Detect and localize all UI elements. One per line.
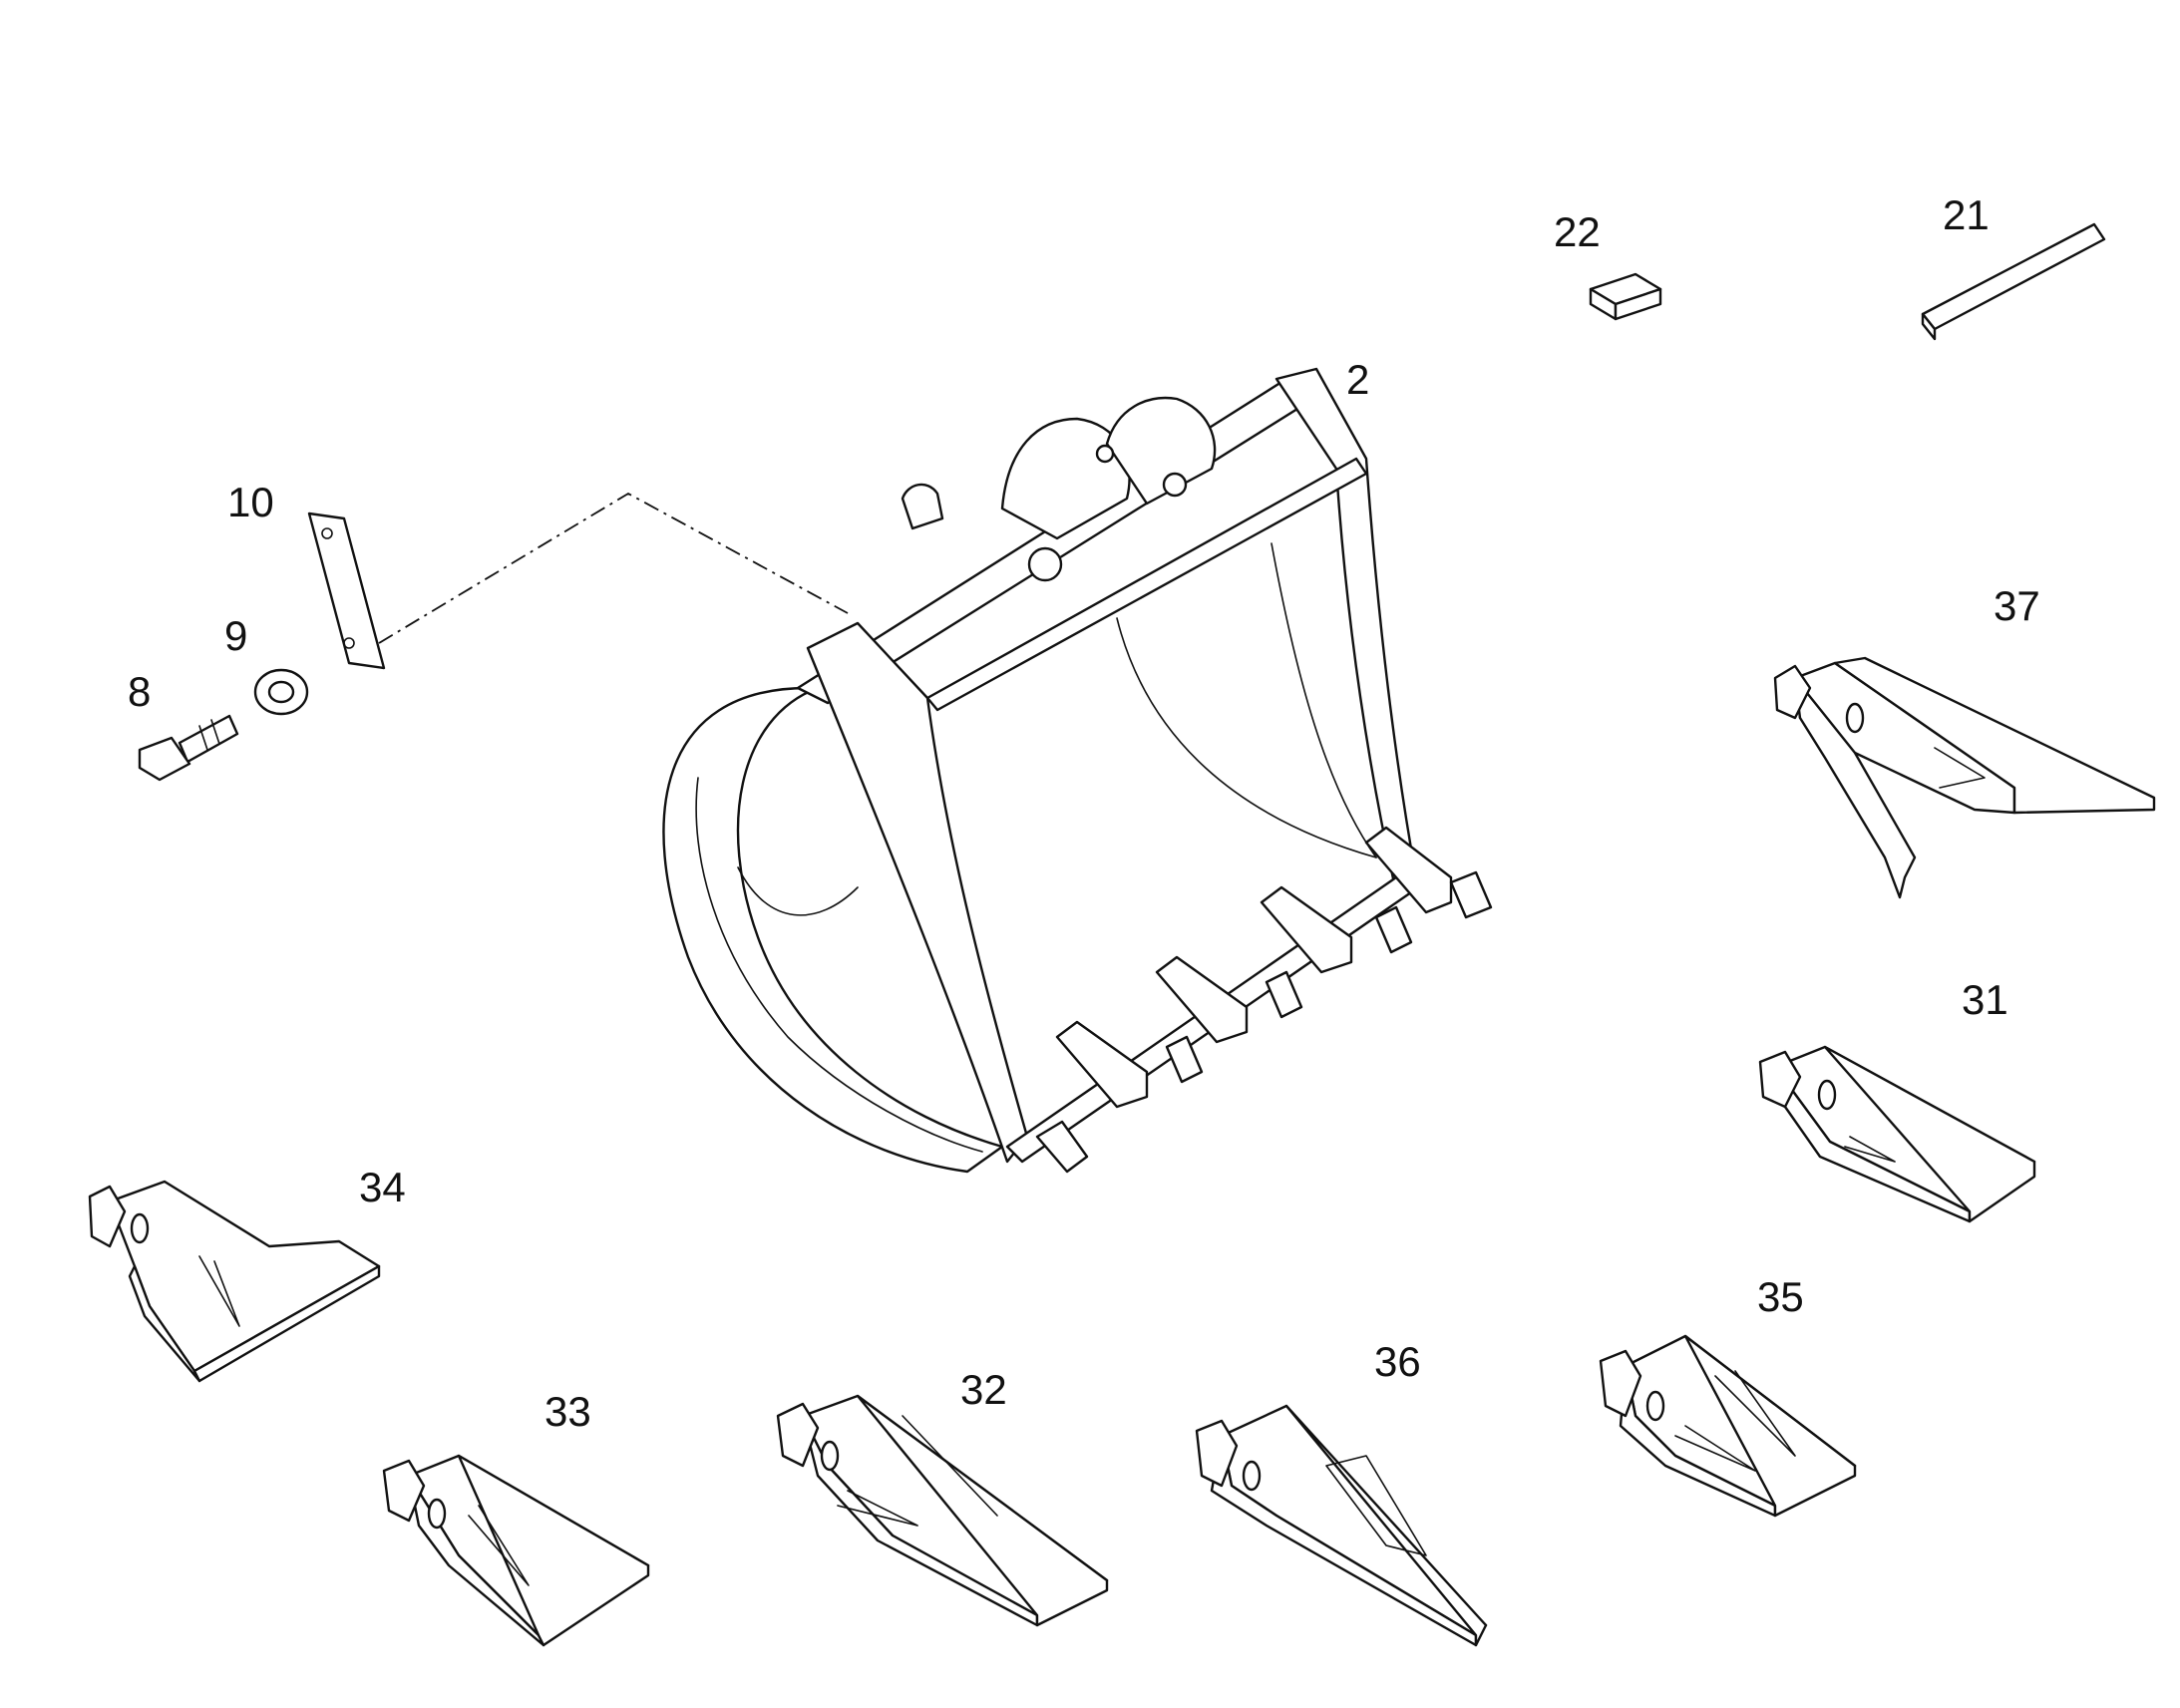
callout-tooth-35: 35 bbox=[1757, 1273, 1804, 1320]
tooth-32 bbox=[776, 1394, 1109, 1627]
washer bbox=[253, 668, 309, 716]
callout-plate: 10 bbox=[227, 479, 274, 525]
tooth-34 bbox=[88, 1180, 381, 1383]
tooth-36 bbox=[1195, 1404, 1488, 1647]
leader-line bbox=[378, 492, 849, 644]
callout-tooth-37: 37 bbox=[1994, 582, 2040, 629]
callout-bolt: 8 bbox=[128, 668, 151, 715]
callout-tooth-31: 31 bbox=[1962, 976, 2008, 1023]
callout-lock-bar: 21 bbox=[1943, 191, 1990, 238]
tooth-33 bbox=[382, 1454, 650, 1647]
tooth-37 bbox=[1773, 656, 2156, 899]
callout-tooth-36: 36 bbox=[1374, 1338, 1421, 1385]
lock-bar bbox=[1921, 222, 2106, 341]
callout-washer: 9 bbox=[224, 612, 247, 659]
callout-tooth-34: 34 bbox=[359, 1164, 406, 1210]
callout-retainer: 22 bbox=[1554, 208, 1601, 255]
tooth-35 bbox=[1599, 1334, 1857, 1518]
bucket bbox=[662, 367, 1493, 1174]
bolt bbox=[138, 714, 239, 782]
retainer bbox=[1589, 272, 1662, 321]
tooth-31 bbox=[1758, 1045, 2036, 1223]
callout-bucket: 2 bbox=[1346, 356, 1369, 403]
callout-tooth-32: 32 bbox=[960, 1366, 1007, 1413]
callout-tooth-33: 33 bbox=[545, 1388, 591, 1435]
plate bbox=[307, 512, 386, 670]
